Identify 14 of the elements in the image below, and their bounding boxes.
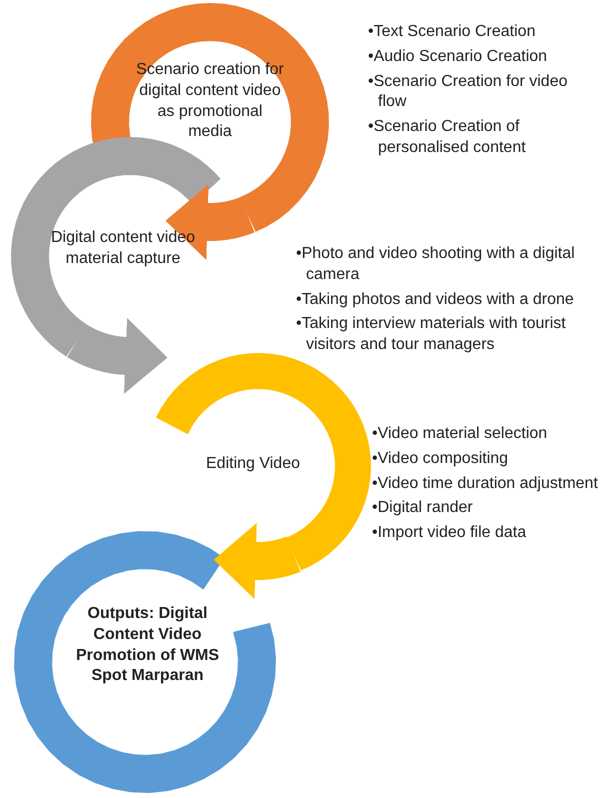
list-item: •Import video file data [372, 523, 528, 544]
list-item: •Taking photos and videos with a drone [296, 290, 575, 310]
node-label: Outputs: Digital Content Video Promotion of WMS Spot Marparan [74, 604, 220, 686]
list-item: •Text Scenario Creation [368, 22, 536, 42]
node-label: Editing Video [205, 454, 301, 474]
list-item: •Digital rander [372, 498, 474, 518]
list-item: •Video time duration adjustment [372, 474, 599, 494]
list-item: •Scenario Creation for video flow [368, 72, 568, 112]
list-item: •Taking interview materials with tourist visitors and tour managers [296, 314, 567, 356]
list-item: •Video material selection [372, 424, 548, 444]
list-item: •Audio Scenario Creation [368, 46, 548, 67]
list-item: •Photo and video shooting with a digital camera [296, 244, 576, 285]
list-item: •Video compositing [372, 448, 510, 469]
list-item: •Scenario Creation of personalised content [368, 117, 527, 158]
